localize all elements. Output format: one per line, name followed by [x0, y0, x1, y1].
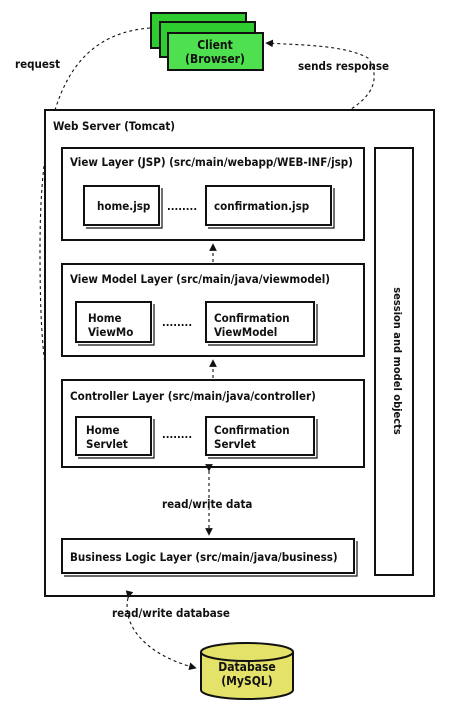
confirmation-viewmodel-shadow — [208, 304, 318, 346]
client-box-front — [167, 32, 264, 71]
read-write-data-label: read/write data — [162, 497, 252, 511]
confirmation-servlet-box — [205, 416, 315, 456]
confirmation-jsp-shadow — [208, 188, 335, 229]
controller-layer-title: Controller Layer (src/main/java/controll… — [70, 389, 316, 403]
session-panel — [374, 147, 414, 576]
home-servlet-line2: Servlet — [86, 437, 128, 451]
read-write-database-label: read/write database — [112, 606, 230, 620]
home-viewmodel-line2: ViewMo — [88, 325, 133, 339]
database-cylinder-top — [200, 642, 294, 662]
view-model-layer: View Model Layer (src/main/java/viewmode… — [61, 263, 365, 357]
home-jsp-label: home.jsp — [97, 199, 150, 213]
home-viewmodel-line1: Home — [88, 311, 122, 325]
database-label-line1: Database — [218, 660, 275, 674]
home-viewmodel-box — [75, 301, 152, 343]
home-jsp-shadow — [86, 188, 163, 229]
confirmation-viewmodel-line2: ViewModel — [214, 325, 277, 339]
request-label: request — [15, 57, 60, 71]
view-layer-ellipsis: ........ — [167, 200, 197, 213]
confirmation-servlet-line2: Servlet — [214, 437, 256, 451]
database-node: Database (MySQL) — [200, 642, 294, 700]
home-servlet-box — [75, 416, 152, 456]
home-viewmodel-shadow — [78, 304, 155, 346]
home-jsp-box — [83, 185, 160, 226]
view-model-layer-title: View Model Layer (src/main/java/viewmode… — [70, 272, 330, 286]
client-label-line1: Client — [197, 38, 233, 52]
confirmation-viewmodel-box — [205, 301, 315, 343]
controller-layer-ellipsis: ........ — [162, 428, 192, 441]
confirmation-viewmodel-line1: Confirmation — [214, 311, 290, 325]
business-layer-shadow — [64, 541, 358, 577]
view-layer: View Layer (JSP) (src/main/webapp/WEB-IN… — [61, 147, 365, 241]
database-cylinder-body — [200, 652, 294, 700]
confirmation-servlet-shadow — [208, 419, 318, 459]
confirmation-jsp-box — [205, 185, 332, 226]
home-servlet-line1: Home — [86, 423, 120, 437]
controller-layer: Controller Layer (src/main/java/controll… — [61, 379, 365, 468]
business-layer-title: Business Logic Layer (src/main/java/busi… — [70, 550, 338, 564]
confirmation-servlet-line1: Confirmation — [214, 423, 290, 437]
client-label-line2: (Browser) — [185, 52, 245, 66]
business-layer-box — [61, 538, 355, 574]
home-servlet-shadow — [78, 419, 155, 459]
request-arrow — [39, 27, 151, 425]
web-server-title: Web Server (Tomcat) — [53, 119, 175, 133]
view-layer-title: View Layer (JSP) (src/main/webapp/WEB-IN… — [70, 155, 353, 169]
session-panel-label: session and model objects — [391, 287, 404, 435]
confirmation-jsp-label: confirmation.jsp — [214, 199, 309, 213]
view-model-layer-ellipsis: ........ — [162, 316, 192, 329]
client-node: Client (Browser) — [150, 12, 264, 71]
read-write-database-arrow — [125, 590, 197, 671]
database-label-line2: (MySQL) — [221, 674, 273, 688]
sends-response-label: sends response — [298, 59, 389, 73]
